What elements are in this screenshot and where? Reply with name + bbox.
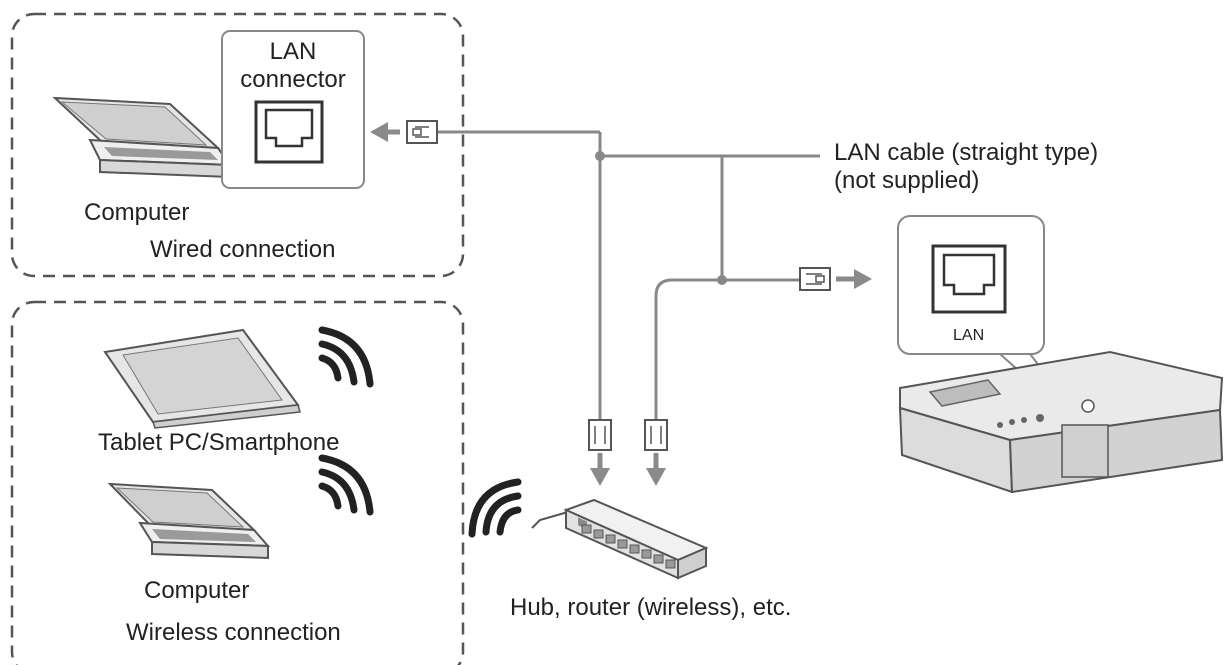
wifi-signal-icon	[468, 478, 522, 538]
arrow-down-icon	[590, 453, 610, 486]
arrow-left-icon	[370, 122, 400, 142]
wifi-signal-icon	[318, 454, 374, 516]
lan-port-icon	[931, 244, 1007, 314]
wifi-signal-icon	[318, 326, 374, 388]
plug-icon	[799, 267, 831, 291]
lan-connector-label-line2: connector	[240, 65, 346, 93]
plug-icon	[406, 120, 438, 144]
arrow-down-icon	[646, 453, 666, 486]
cable-junction-dot	[595, 151, 605, 161]
arrow-right-icon	[836, 269, 872, 289]
plug-icon	[644, 419, 668, 451]
hub-label: Hub, router (wireless), etc.	[510, 594, 792, 621]
lan-cable-label-line2: (not supplied)	[834, 166, 980, 194]
hub-ports	[581, 524, 676, 569]
projector-lan-port-label: LAN	[953, 327, 985, 344]
cable-junction-dot	[717, 275, 727, 285]
wired-computer-label: Computer	[84, 199, 190, 226]
wired-laptop-icon	[52, 96, 232, 179]
tablet-label: Tablet PC/Smartphone	[98, 429, 340, 456]
wireless-laptop-icon	[107, 482, 271, 560]
tablet-icon	[103, 328, 301, 429]
wireless-computer-label: Computer	[144, 577, 250, 604]
plug-icon	[588, 419, 612, 451]
projector-icon	[898, 350, 1224, 494]
lan-cable-label: LAN cable (straight type) (not supplied)	[834, 139, 1098, 194]
lan-connector-label: LAN connector	[222, 38, 364, 93]
wired-group-box	[10, 12, 465, 278]
lan-connector-label-line1: LAN	[269, 38, 317, 65]
lan-cable	[438, 130, 820, 420]
wireless-connection-label: Wireless connection	[126, 619, 341, 646]
wired-connection-label: Wired connection	[150, 236, 336, 263]
wireless-group-box	[10, 300, 465, 665]
lan-port-icon	[254, 100, 324, 164]
lan-cable-label-line1: LAN cable (straight type)	[834, 139, 1099, 166]
hub-icon	[531, 498, 709, 580]
